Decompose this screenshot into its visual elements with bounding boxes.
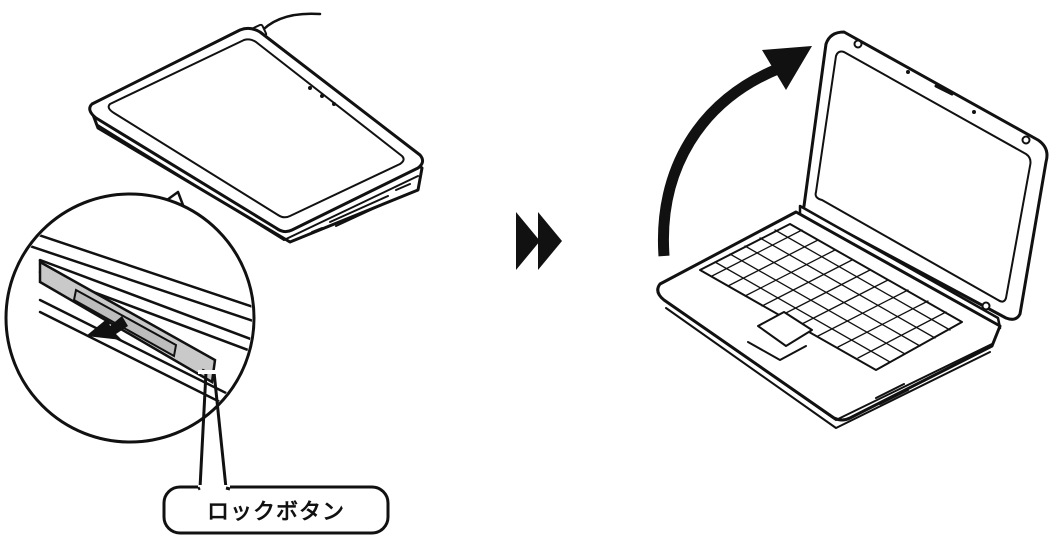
lock-button-label: ロックボタン xyxy=(164,489,388,531)
next-step-icon xyxy=(516,212,562,270)
magnifier-circle xyxy=(0,194,280,442)
open-laptop xyxy=(658,32,1047,428)
power-cable xyxy=(258,14,320,35)
